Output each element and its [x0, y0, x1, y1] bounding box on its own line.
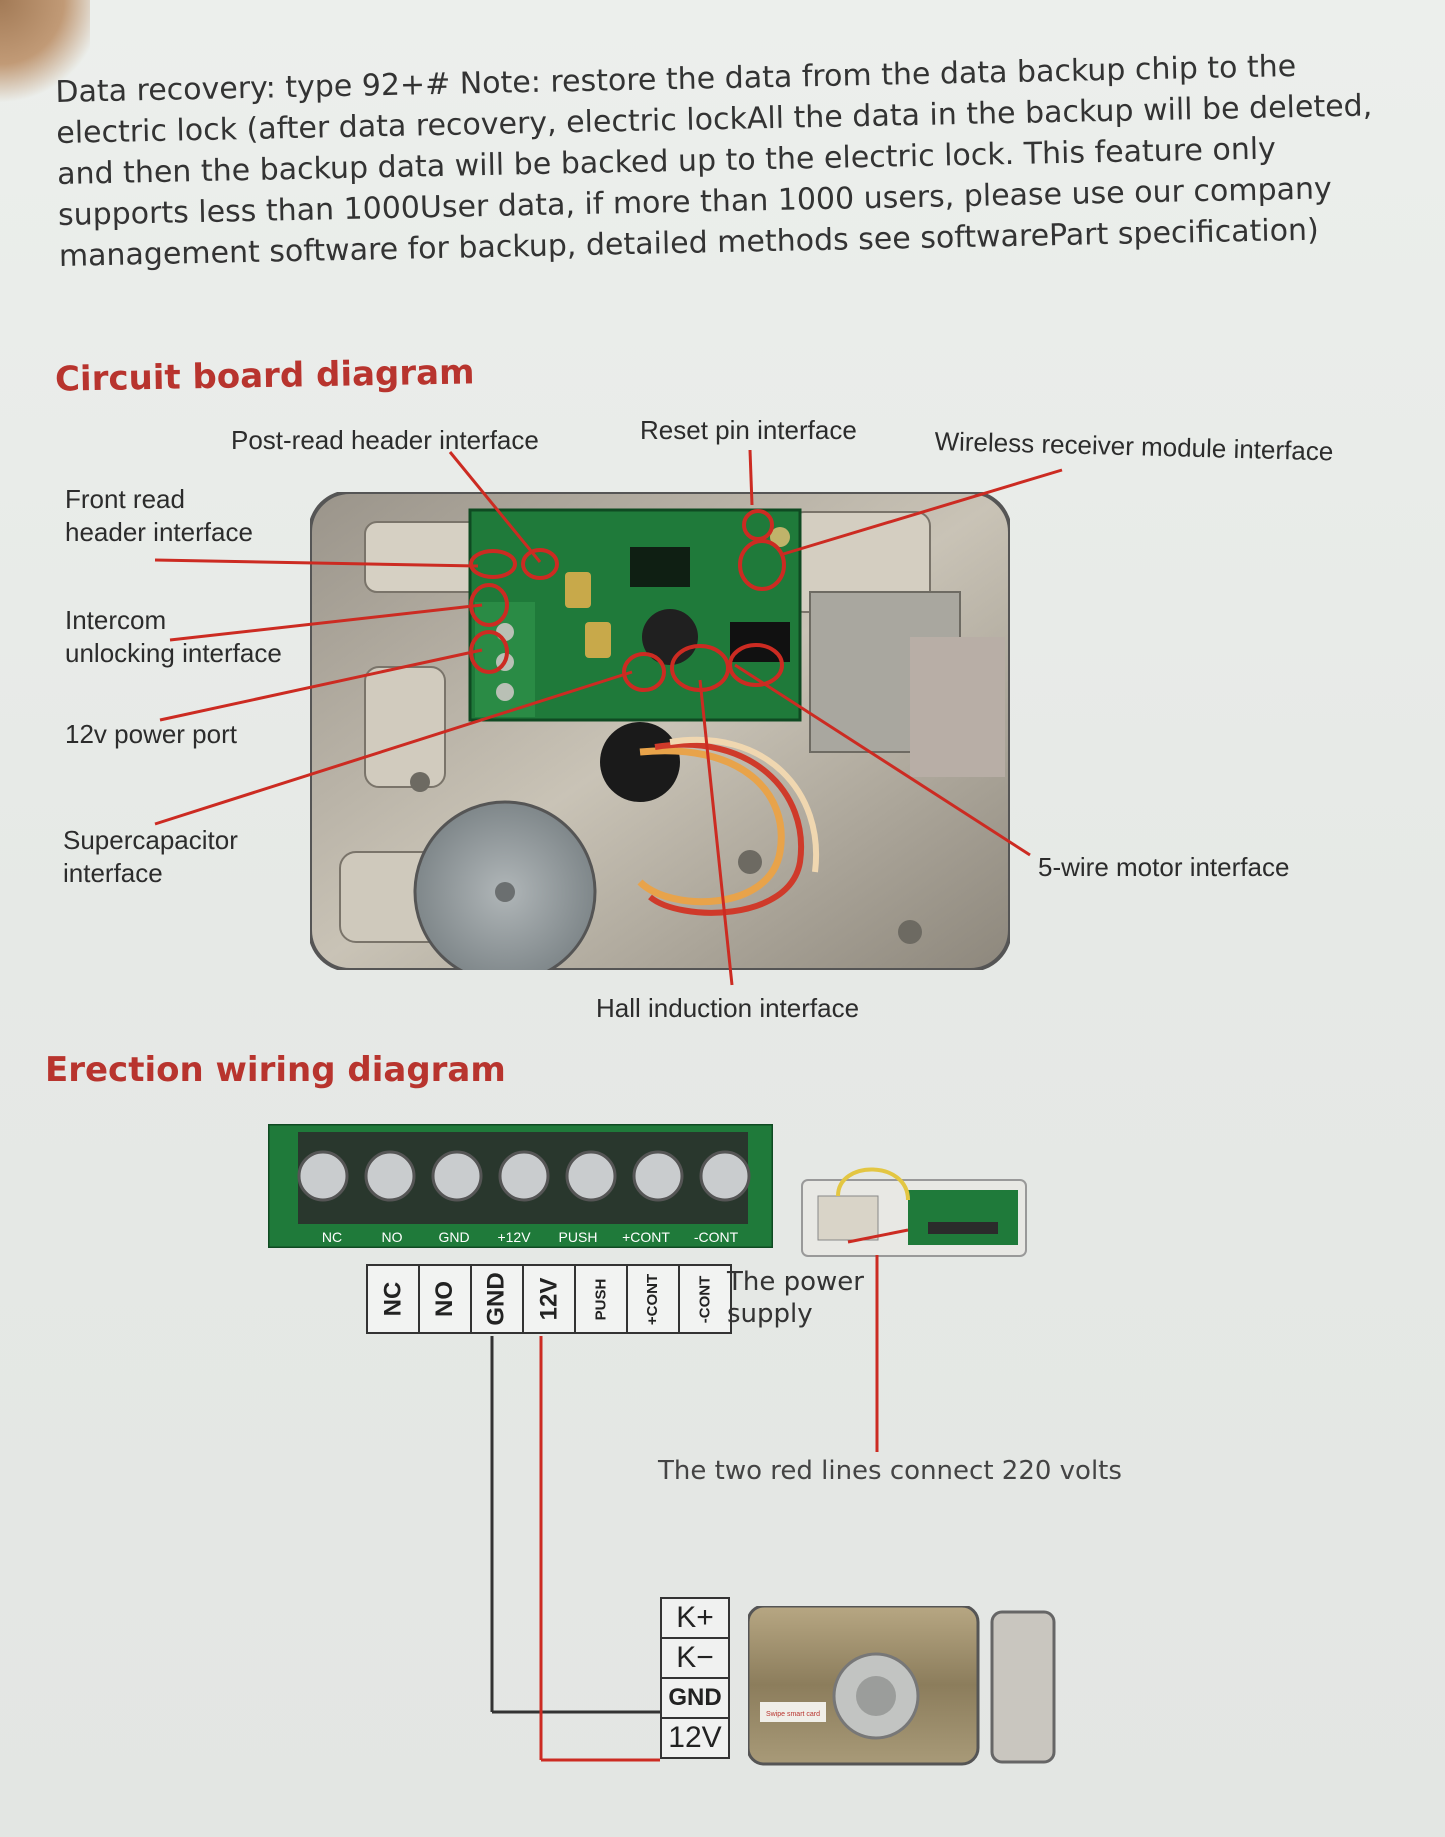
red-lines-220v-note: The two red lines connect 220 volts [658, 1456, 1122, 1486]
terminal-label-plus-cont: +CONT [628, 1266, 680, 1332]
power-supply-board-photo [801, 1167, 1027, 1257]
lock-card-text: Swipe smart card [766, 1711, 820, 1718]
terminal-label-no: NO [420, 1266, 472, 1332]
lock-terminal-k-plus: K+ [662, 1599, 728, 1639]
terminal-block-photo: NC NO GND +12V PUSH +CONT -CONT [268, 1124, 773, 1248]
erection-wiring-title: Erection wiring diagram [45, 1050, 506, 1090]
label-front-read-header: Front read header interface [65, 484, 253, 547]
terminal-label-nc: NC [368, 1266, 420, 1332]
circuit-board-photo [310, 492, 1010, 970]
lock-terminal-12v: 12V [668, 1721, 722, 1754]
electric-lock-photo: Swipe smart card [748, 1606, 1056, 1766]
lock-terminal-gnd: GND [662, 1679, 728, 1719]
label-post-read-header: Post-read header interface [231, 425, 539, 455]
terminal-print-gnd: GND [438, 1229, 469, 1245]
terminal-print-plus-cont: +CONT [622, 1229, 670, 1245]
terminal-print-push: PUSH [559, 1229, 598, 1245]
label-hall-induction: Hall induction interface [596, 993, 860, 1023]
terminal-label-table: NC NO GND 12V PUSH +CONT -CONT [366, 1264, 732, 1334]
label-5-wire-motor: 5-wire motor interface [1038, 852, 1290, 882]
label-intercom-unlocking: Intercom unlocking interface [65, 605, 282, 668]
label-12v-power-port: 12v power port [65, 719, 237, 749]
terminal-print-minus-cont: -CONT [694, 1229, 739, 1245]
terminal-print-12v: +12V [497, 1229, 531, 1245]
lock-terminal-k-minus: K− [662, 1639, 728, 1679]
terminal-label-gnd: GND [472, 1266, 524, 1332]
terminal-screws [297, 1150, 751, 1202]
page-corner-shadow [0, 0, 90, 110]
lock-terminal-table: K+ K− GND 12V [660, 1597, 730, 1759]
label-supercapacitor: Supercapacitor interface [63, 825, 238, 888]
terminal-label-12v: 12V [524, 1266, 576, 1332]
terminal-label-push: PUSH [576, 1266, 628, 1332]
label-reset-pin: Reset pin interface [640, 415, 857, 445]
terminal-print-no: NO [382, 1229, 403, 1245]
terminal-print-nc: NC [322, 1229, 342, 1245]
power-supply-label: The power supply [727, 1267, 864, 1329]
